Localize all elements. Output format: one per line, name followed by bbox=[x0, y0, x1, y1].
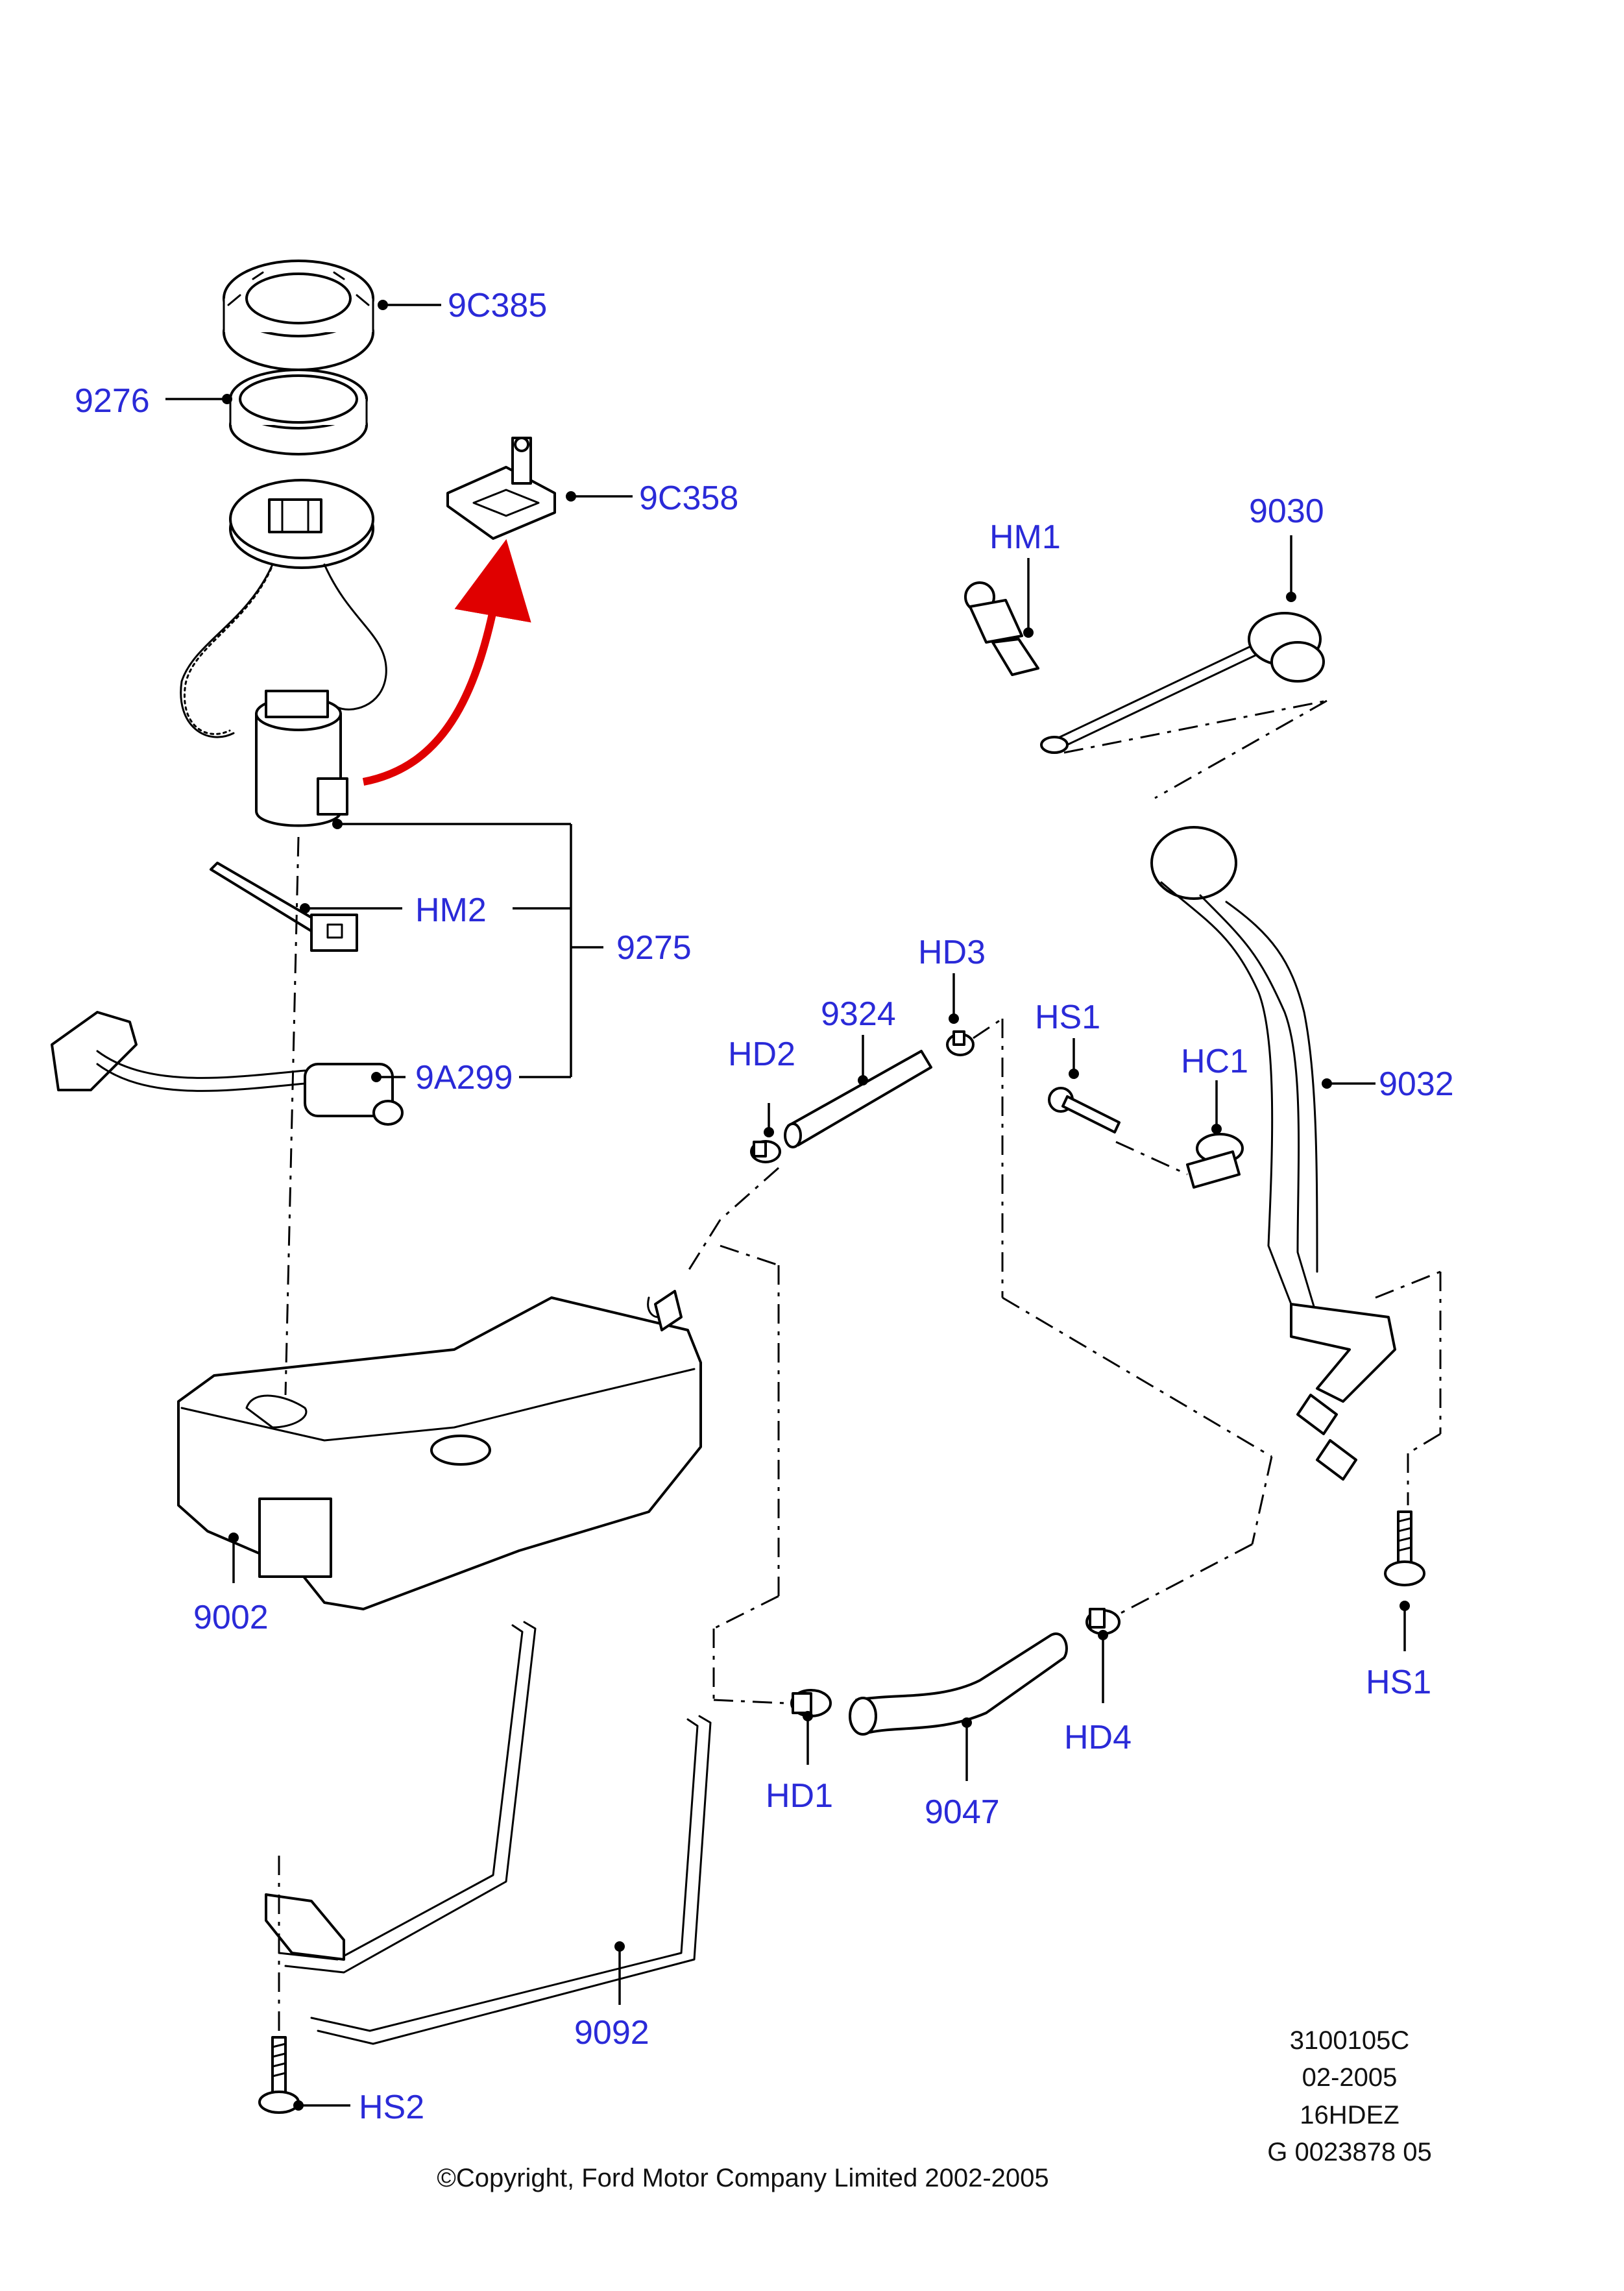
hose-9324-part bbox=[784, 1050, 932, 1148]
copyright-notice: ©Copyright, Ford Motor Company Limited 2… bbox=[437, 2164, 1048, 2192]
screw-hs1-top-part bbox=[1048, 1087, 1121, 1133]
filler-pipe-part bbox=[1150, 826, 1396, 1481]
label-hs2: HS2 bbox=[359, 2089, 424, 2126]
drawing-meta-block: 3100105C 02-2005 16HDEZ G 0023878 05 bbox=[1267, 2026, 1432, 2166]
bracket-9c358-part bbox=[446, 437, 556, 540]
assembly-dashed-lines bbox=[278, 699, 1442, 2031]
grommet-hm1-part bbox=[964, 581, 1039, 676]
leader-lines bbox=[165, 304, 1406, 2107]
leader-dots bbox=[222, 300, 1410, 2111]
label-9047: 9047 bbox=[925, 1793, 1000, 1831]
label-hd3: HD3 bbox=[918, 934, 986, 971]
label-hs1-bottom: HS1 bbox=[1366, 1664, 1431, 1701]
label-9c358: 9C358 bbox=[639, 479, 738, 517]
pump-flange-part bbox=[229, 479, 374, 569]
label-hc1: HC1 bbox=[1181, 1043, 1248, 1080]
fuel-tank-part bbox=[177, 1290, 702, 1610]
fuel-sender-part bbox=[51, 1011, 404, 1126]
meta-date: 02-2005 bbox=[1302, 2063, 1398, 2092]
clip-hd3-part bbox=[946, 1030, 975, 1056]
label-hs1-top: HS1 bbox=[1035, 999, 1100, 1036]
meta-engine: 16HDEZ bbox=[1300, 2101, 1399, 2129]
label-hd4: HD4 bbox=[1064, 1719, 1132, 1756]
part-labels: 9C385 9276 9C358 HM1 9030 HM2 9275 9A299… bbox=[75, 287, 1454, 2126]
meta-drawing-no: G 0023878 05 bbox=[1267, 2138, 1432, 2166]
label-9a299: 9A299 bbox=[415, 1059, 513, 1097]
filler-cap-strap-9030-part bbox=[1040, 612, 1325, 754]
label-9c385: 9C385 bbox=[448, 287, 547, 324]
clamp-hc1-part bbox=[1186, 1133, 1244, 1189]
label-hd1: HD1 bbox=[766, 1777, 833, 1815]
label-9030: 9030 bbox=[1249, 492, 1324, 530]
bolt-hs2-part bbox=[258, 2036, 300, 2114]
label-hd2: HD2 bbox=[728, 1036, 795, 1073]
label-9032: 9032 bbox=[1379, 1065, 1454, 1103]
label-9002: 9002 bbox=[193, 1599, 269, 1636]
meta-ref-code: 3100105C bbox=[1290, 2026, 1410, 2055]
cable-tie-part bbox=[210, 862, 358, 952]
coiled-wires bbox=[180, 563, 387, 738]
tank-straps-part bbox=[265, 1621, 712, 2045]
fuel-pump-body bbox=[255, 690, 348, 827]
label-hm2: HM2 bbox=[415, 891, 487, 929]
seal-ring-part bbox=[229, 369, 368, 455]
label-hm1: HM1 bbox=[989, 518, 1061, 556]
label-9276: 9276 bbox=[75, 382, 150, 420]
label-9092: 9092 bbox=[574, 2014, 649, 2052]
label-9275: 9275 bbox=[616, 929, 692, 967]
clip-hd2-part bbox=[750, 1140, 781, 1163]
locking-ring-part bbox=[223, 260, 374, 371]
red-direction-arrow bbox=[362, 539, 531, 786]
hose-9047-part bbox=[849, 1632, 1068, 1736]
label-9324: 9324 bbox=[821, 995, 896, 1033]
bolt-hs1-bottom-part bbox=[1384, 1510, 1425, 1586]
clip-hd1-part bbox=[790, 1689, 832, 1717]
